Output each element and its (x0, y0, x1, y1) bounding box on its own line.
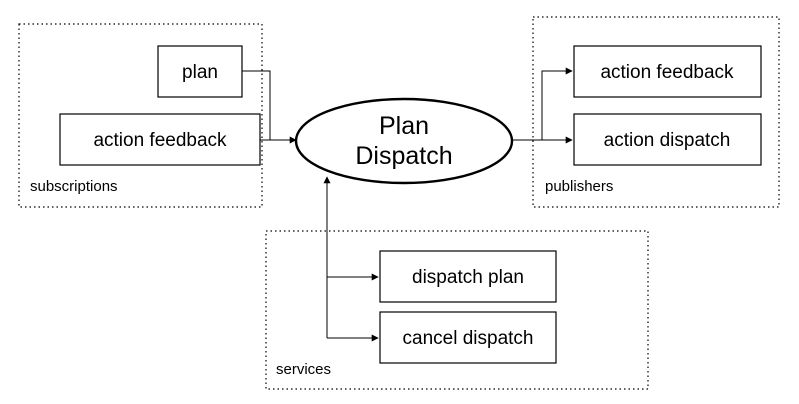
pub-action-dispatch-node: action dispatch (573, 113, 762, 166)
srv-dispatch-plan-box (379, 250, 557, 303)
plan-dispatch-label-line1: Plan (379, 112, 429, 140)
services-group: services (265, 230, 649, 390)
sub-plan-box (157, 45, 243, 98)
pub-action-dispatch-box (573, 113, 762, 166)
pub-action-feedback-node: action feedback (573, 45, 762, 98)
publishers-group: publishers (532, 16, 780, 208)
srv-cancel-dispatch-box (379, 311, 557, 364)
publishers-group-label: publishers (545, 178, 613, 195)
plan-dispatch-node: Plan Dispatch (294, 97, 514, 185)
plan-dispatch-label-line2: Dispatch (355, 142, 452, 170)
subscriptions-group: subscriptions (18, 23, 263, 208)
pub-action-feedback-box (573, 45, 762, 98)
pub-action-feedback-label: action feedback (600, 62, 734, 83)
sub-plan-label: plan (182, 62, 218, 83)
subscriptions-group-border (18, 23, 263, 208)
srv-dispatch-plan-node: dispatch plan (379, 250, 557, 303)
publishers-group-border (532, 16, 780, 208)
sub-plan-node: plan (157, 45, 243, 98)
sub-action-feedback-label: action feedback (93, 130, 227, 151)
connector-to-pub-action-feedback (541, 67, 573, 140)
connector-plan-to-dispatch (242, 70, 271, 140)
srv-cancel-dispatch-node: cancel dispatch (379, 311, 557, 364)
pub-action-dispatch-label: action dispatch (604, 130, 731, 151)
subscriptions-group-label: subscriptions (30, 178, 118, 195)
sub-action-feedback-node: action feedback (59, 113, 261, 166)
srv-dispatch-plan-label: dispatch plan (412, 267, 524, 288)
srv-cancel-dispatch-label: cancel dispatch (403, 328, 534, 349)
services-group-label: services (276, 361, 331, 378)
